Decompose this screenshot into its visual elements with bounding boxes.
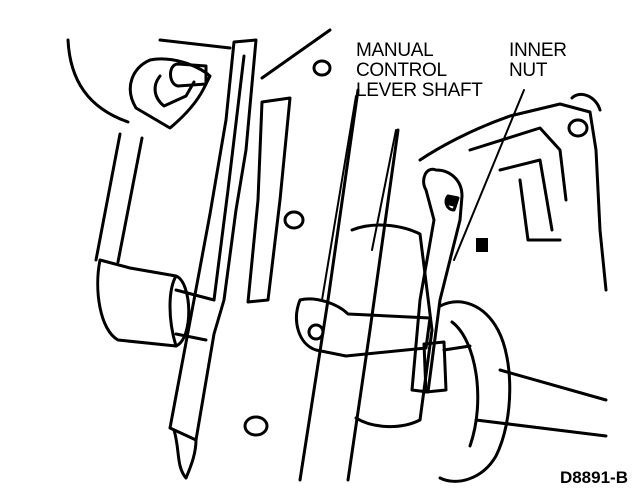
inner-nut-leader <box>453 89 525 261</box>
label-line: INNER <box>509 40 567 61</box>
inner-nut-label: INNER NUT <box>509 41 567 81</box>
pivot-shaft <box>174 288 216 342</box>
stud-hole-3 <box>243 415 269 437</box>
lever-shaft-hole <box>307 323 325 341</box>
case-parting-line-2 <box>346 128 400 482</box>
pivot-cylinder <box>96 258 178 348</box>
housing-edge-upper-left <box>66 38 130 124</box>
pan-flange <box>438 300 512 483</box>
valve-body-rib-3 <box>518 178 562 242</box>
valve-body-rib-2 <box>498 158 554 232</box>
shift-lever-arm <box>128 57 212 130</box>
mounting-block <box>246 96 292 304</box>
label-line: MANUAL <box>356 40 434 61</box>
casting-bolt-hole <box>567 118 589 138</box>
plate-inner-edge <box>212 54 246 302</box>
stud-hole-1 <box>312 59 332 77</box>
shaft-boss <box>350 223 434 429</box>
manual-control-lever <box>410 167 464 394</box>
pivot-cylinder-face <box>174 274 191 348</box>
pan-flange-inner <box>450 320 480 448</box>
label-line: LEVER SHAFT <box>356 80 483 101</box>
label-line: NUT <box>509 60 548 81</box>
lever-arm-inner <box>153 74 196 108</box>
lever-stud <box>169 62 208 88</box>
valve-body-casting <box>418 102 608 292</box>
manual-lever-leader-2 <box>371 129 397 251</box>
lower-hook <box>172 428 198 480</box>
valve-body-upper <box>570 93 602 112</box>
nut-top-detail <box>444 194 459 208</box>
label-line: CONTROL <box>356 60 447 81</box>
vertical-bracket-plate <box>168 38 258 442</box>
case-parting-line <box>298 88 360 482</box>
housing-diagonal-line <box>260 28 332 80</box>
valve-body-rib-1 <box>468 126 568 202</box>
figure-id: D8891-B <box>559 468 628 487</box>
lever-shaft-body <box>295 297 432 358</box>
housing-top-edge <box>158 38 232 50</box>
inner-nut <box>422 340 448 394</box>
manual-control-lever-shaft-label: MANUAL CONTROL LEVER SHAFT <box>356 41 483 101</box>
shaft-stub-detail <box>476 238 488 252</box>
pan-lower-line <box>474 418 608 438</box>
lever-arm-rod <box>94 132 144 264</box>
pan-side-line <box>498 368 608 402</box>
manual-lever-leader <box>321 95 357 301</box>
shaft-extension <box>442 344 472 352</box>
stud-hole-2 <box>283 210 305 230</box>
